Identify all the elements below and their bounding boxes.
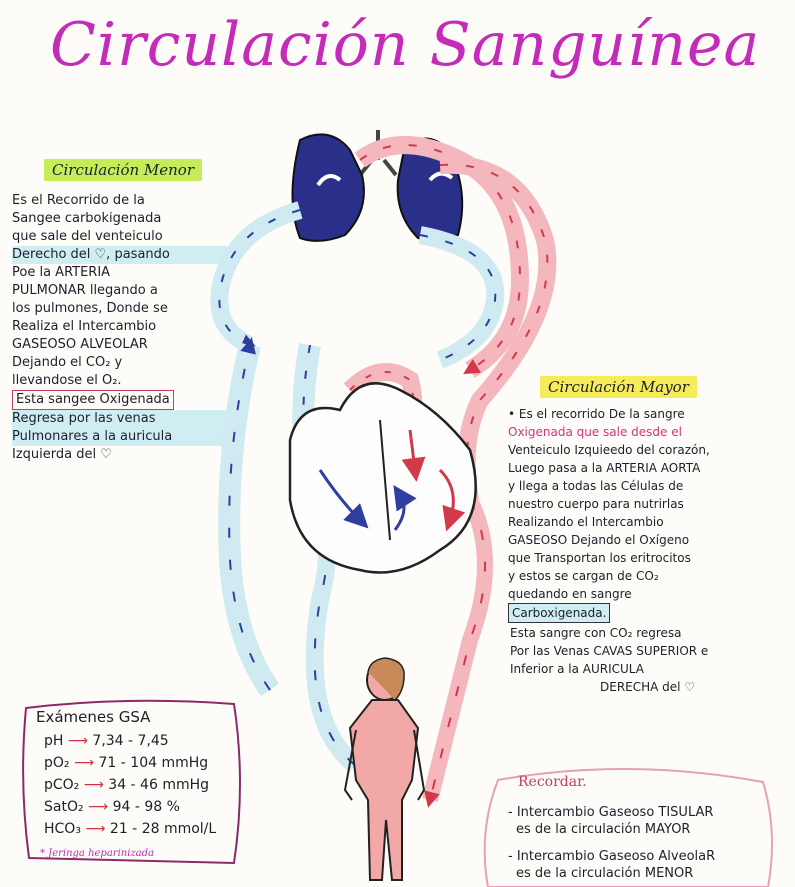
recordar-line: - Intercambio Gaseoso AlveolaR: [508, 848, 715, 865]
exams-box: Exámenes GSA pH ⟶ 7,34 - 7,45 pO₂ ⟶ 71 -…: [14, 698, 244, 868]
exam-value: 7,34 - 7,45: [92, 733, 168, 749]
exam-value: 34 - 46 mmHg: [108, 777, 209, 793]
heart: [290, 383, 476, 572]
recordar-line: es de la circulación MENOR: [508, 865, 715, 882]
exam-value: 21 - 28 mmol/L: [110, 821, 216, 837]
human-figure-icon: [345, 658, 424, 880]
arrow-right-icon: ⟶: [74, 755, 94, 771]
recordar-title: Recordar.: [518, 774, 587, 790]
exam-name: SatO₂: [44, 799, 84, 815]
exam-row: SatO₂ ⟶ 94 - 98 %: [44, 796, 216, 818]
exam-row: pH ⟶ 7,34 - 7,45: [44, 730, 216, 752]
arrow-right-icon: ⟶: [84, 777, 104, 793]
left-lung: [293, 134, 364, 241]
recordar-box: Recordar. - Intercambio Gaseoso TISULAR …: [478, 762, 778, 887]
exams-title: Exámenes GSA: [36, 708, 150, 726]
exam-name: pO₂: [44, 755, 70, 771]
exam-row: HCO₃ ⟶ 21 - 28 mmol/L: [44, 818, 216, 840]
exam-name: HCO₃: [44, 821, 81, 837]
recordar-item: - Intercambio Gaseoso AlveolaR es de la …: [508, 848, 715, 882]
recordar-line: es de la circulación MAYOR: [508, 821, 713, 838]
arrow-right-icon: ⟶: [88, 799, 108, 815]
exam-row: pO₂ ⟶ 71 - 104 mmHg: [44, 752, 216, 774]
exam-value: 94 - 98 %: [113, 799, 180, 815]
exams-note: * Jeringa heparinizada: [40, 848, 154, 859]
arrow-right-icon: ⟶: [68, 733, 88, 749]
recordar-line: - Intercambio Gaseoso TISULAR: [508, 804, 713, 821]
recordar-item: - Intercambio Gaseoso TISULAR es de la c…: [508, 804, 713, 838]
exam-name: pH: [44, 733, 63, 749]
exam-row: pCO₂ ⟶ 34 - 46 mmHg: [44, 774, 216, 796]
exams-list: pH ⟶ 7,34 - 7,45 pO₂ ⟶ 71 - 104 mmHg pCO…: [44, 730, 216, 840]
arrow-right-icon: ⟶: [85, 821, 105, 837]
exam-value: 71 - 104 mmHg: [99, 755, 209, 771]
exam-name: pCO₂: [44, 777, 79, 793]
